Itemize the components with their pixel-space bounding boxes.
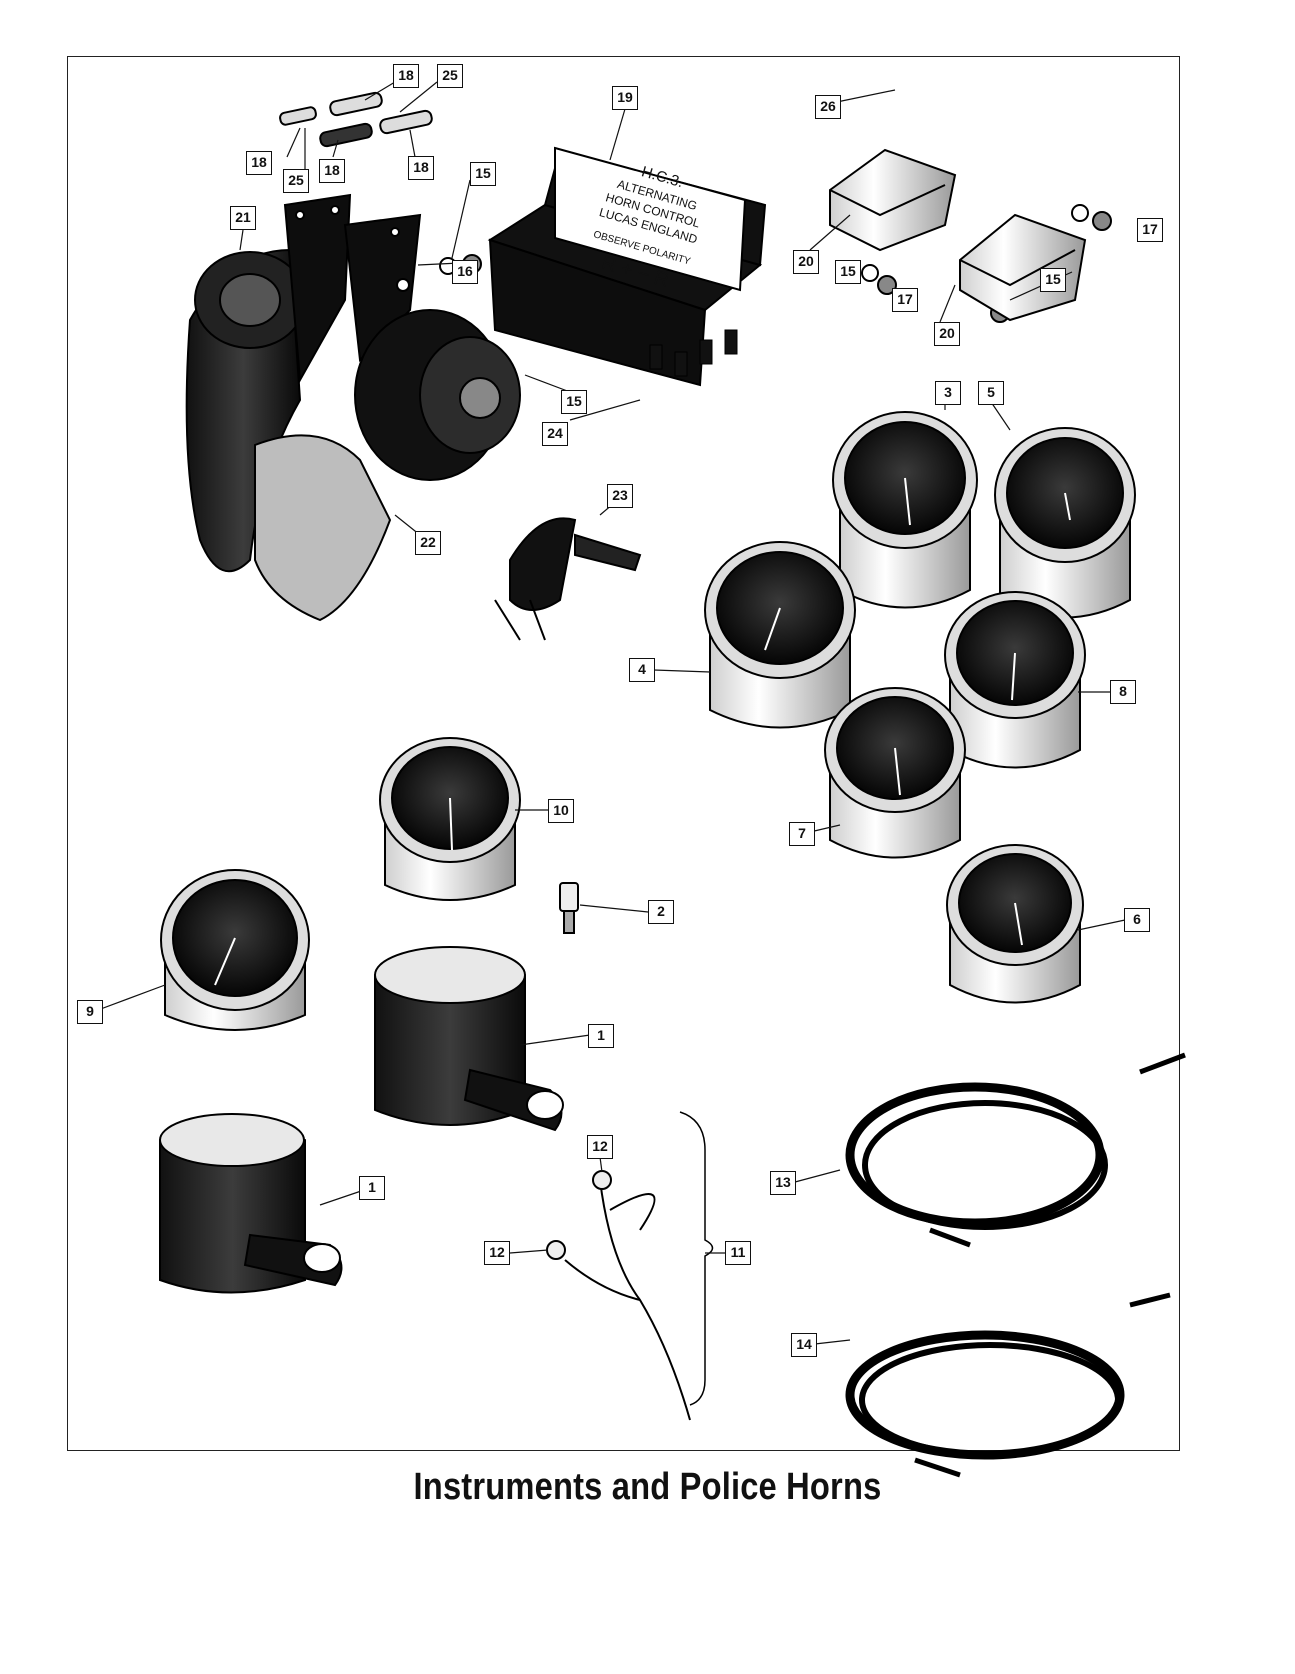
callout-13: 13 [770, 1171, 796, 1195]
diagram-caption: Instruments and Police Horns [413, 1466, 882, 1508]
diagram-frame [67, 56, 1180, 1451]
callout-17: 17 [892, 288, 918, 312]
callout-23: 23 [607, 484, 633, 508]
mounting-cups [159, 946, 564, 1294]
callout-18: 18 [408, 156, 434, 180]
spacer-stud [559, 882, 579, 934]
callout-18: 18 [319, 159, 345, 183]
terminal-studs [279, 91, 433, 148]
callout-25: 25 [283, 169, 309, 193]
horn-control-unit [487, 146, 767, 387]
callout-18: 18 [246, 151, 272, 175]
callout-8: 8 [1110, 680, 1136, 704]
callout-25: 25 [437, 64, 463, 88]
callout-22: 22 [415, 531, 441, 555]
callout-4: 4 [629, 658, 655, 682]
callout-19: 19 [612, 86, 638, 110]
callout-1: 1 [359, 1176, 385, 1200]
callout-14: 14 [791, 1333, 817, 1357]
callout-10: 10 [548, 799, 574, 823]
callout-12: 12 [484, 1241, 510, 1265]
callout-16: 16 [452, 260, 478, 284]
callout-6: 6 [1124, 908, 1150, 932]
callout-17: 17 [1137, 218, 1163, 242]
horn-dipswitch [494, 517, 642, 641]
instrument-gauges [160, 411, 1136, 1031]
callout-9: 9 [77, 1000, 103, 1024]
callout-18: 18 [393, 64, 419, 88]
callout-24: 24 [542, 422, 568, 446]
callout-26: 26 [815, 95, 841, 119]
bracket-11 [679, 1111, 714, 1406]
callout-15: 15 [470, 162, 496, 186]
callout-11: 11 [725, 1241, 751, 1265]
callout-5: 5 [978, 381, 1004, 405]
callout-20: 20 [793, 250, 819, 274]
callout-1: 1 [588, 1024, 614, 1048]
horn-relays [829, 148, 1087, 322]
callout-20: 20 [934, 322, 960, 346]
callout-15: 15 [561, 390, 587, 414]
callout-15: 15 [835, 260, 861, 284]
police-horn-left [185, 248, 306, 573]
warning-lamp-harness [546, 1170, 691, 1421]
drive-cables [845, 1052, 1186, 1478]
callout-2: 2 [648, 900, 674, 924]
callout-12: 12 [587, 1135, 613, 1159]
police-horn-right [254, 309, 521, 622]
callout-3: 3 [935, 381, 961, 405]
callout-7: 7 [789, 822, 815, 846]
callout-21: 21 [230, 206, 256, 230]
mounting-brackets [283, 193, 422, 384]
callout-15: 15 [1040, 268, 1066, 292]
